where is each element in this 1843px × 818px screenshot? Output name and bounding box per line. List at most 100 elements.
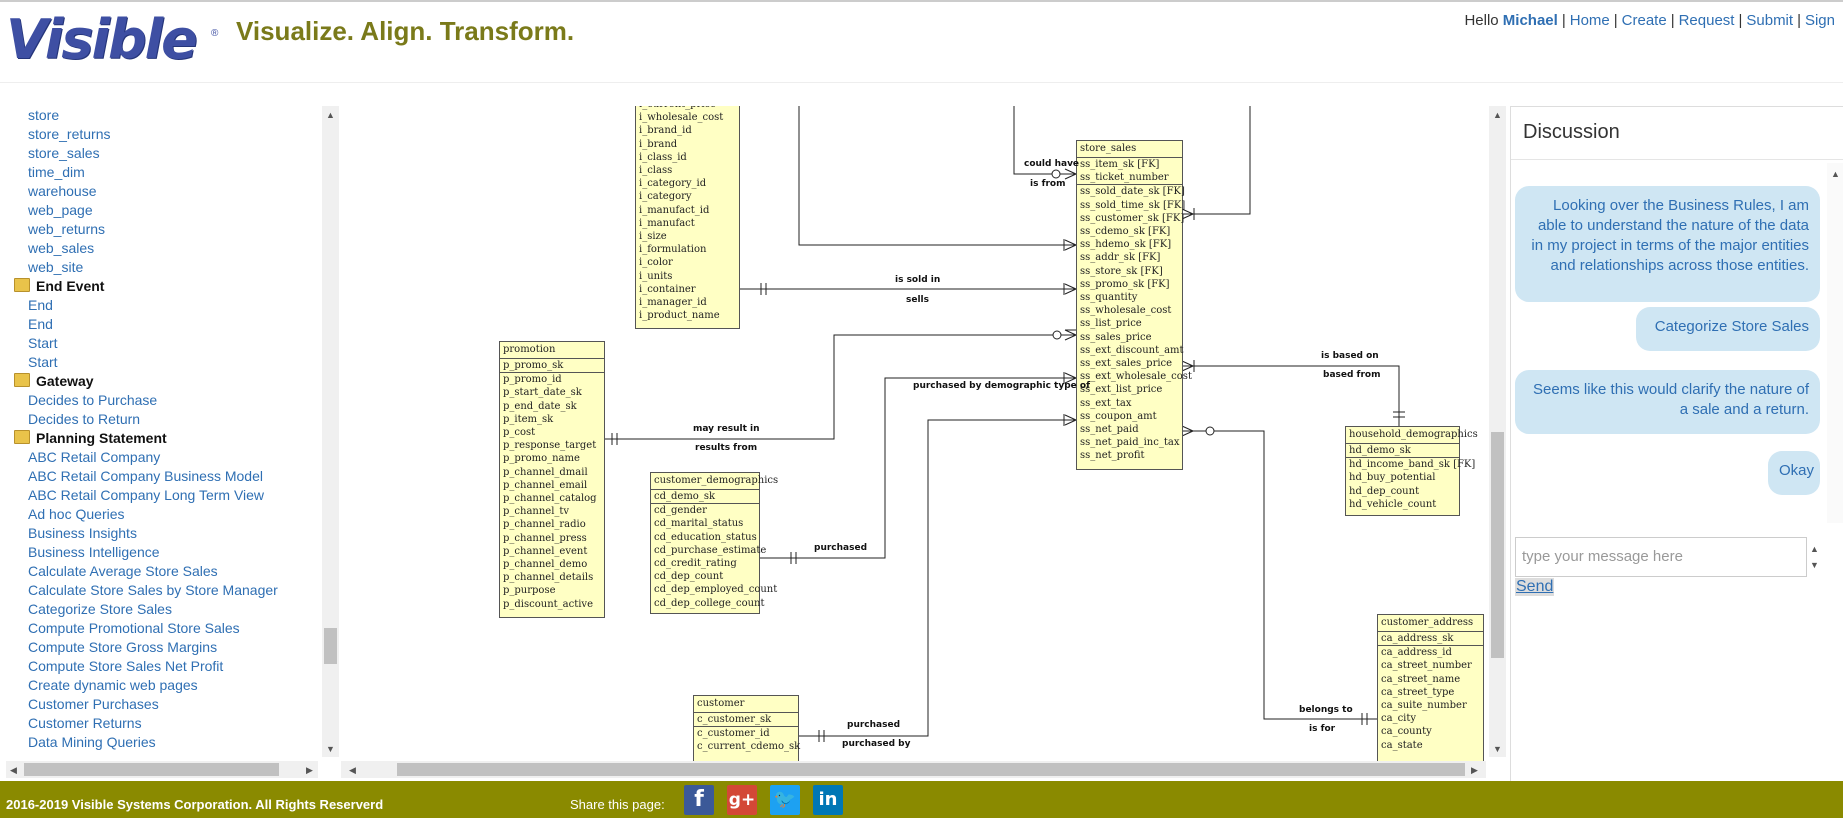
tree-item[interactable]: store_returns (6, 125, 316, 144)
send-button[interactable]: Send (1515, 578, 1555, 596)
tree-item[interactable]: Compute Promotional Store Sales (6, 619, 316, 638)
linkedin-icon[interactable]: in (813, 785, 843, 815)
tree-item[interactable]: Compute Store Gross Margins (6, 638, 316, 657)
canvas-horizontal-scrollbar[interactable]: ◀ ▶ (341, 761, 1486, 778)
tree-item[interactable]: ABC Retail Company Long Term View (6, 486, 316, 505)
nav-home-link[interactable]: Home (1569, 12, 1610, 29)
primary-key-section: hd_demo_sk (1346, 444, 1459, 459)
primary-key-section: cd_demo_sk (651, 490, 759, 505)
primary-key-attribute: hd_demo_sk (1349, 445, 1411, 456)
entity-attribute: p_discount_active (503, 598, 593, 610)
entity-attribute: ss_store_sk [FK] (1080, 265, 1163, 277)
scroll-up-icon[interactable]: ▲ (1493, 110, 1502, 120)
entity-attribute: ss_net_paid (1080, 424, 1139, 436)
scroll-left-icon[interactable]: ◀ (10, 765, 17, 775)
primary-key-attribute: p_promo_sk (503, 360, 564, 371)
primary-key-attribute: ss_item_sk [FK] (1080, 159, 1160, 170)
entity-attribute: ss_wholesale_cost (1080, 305, 1172, 317)
canvas-hscroll-thumb[interactable] (397, 763, 1465, 776)
scroll-up-icon[interactable]: ▲ (1831, 169, 1840, 179)
tree-item-label: store (28, 107, 60, 123)
message-input[interactable]: type your message here (1515, 537, 1807, 577)
entity-attribute: ss_coupon_amt (1080, 410, 1157, 422)
tree-item[interactable]: Customer Purchases (6, 695, 316, 714)
tree-item[interactable]: web_returns (6, 220, 316, 239)
scroll-left-icon[interactable]: ◀ (349, 765, 356, 775)
tree-vertical-scrollbar[interactable]: ▲ ▼ (322, 106, 339, 757)
nav-sign-link[interactable]: Sign (1804, 12, 1835, 29)
tree-item[interactable]: store (6, 106, 316, 125)
entity-attribute: ss_list_price (1080, 318, 1142, 330)
tree-item[interactable]: End (6, 296, 316, 315)
visible-logo[interactable]: Visible (6, 8, 198, 71)
tree-item[interactable]: Start (6, 353, 316, 372)
tree-item[interactable]: Data Mining Queries (6, 733, 316, 752)
er-diagram-canvas[interactable]: i_current_pricei_wholesale_costi_brand_i… (341, 106, 1486, 761)
tree-scroll-thumb[interactable] (324, 628, 337, 664)
tree-item[interactable]: web_page (6, 201, 316, 220)
facebook-icon[interactable]: f (684, 785, 714, 815)
tree-item[interactable]: Decides to Purchase (6, 391, 316, 410)
nav-create-link[interactable]: Create (1621, 12, 1667, 29)
tree-item[interactable]: ABC Retail Company Business Model (6, 467, 316, 486)
tree-item[interactable]: warehouse (6, 182, 316, 201)
tree-horizontal-scrollbar[interactable]: ◀ ▶ (6, 761, 318, 778)
nav-submit-link[interactable]: Submit (1746, 12, 1794, 29)
tree-group[interactable]: Gateway (6, 372, 316, 391)
tree-item[interactable]: web_sales (6, 239, 316, 258)
canvas-vertical-scrollbar[interactable]: ▲ ▼ (1489, 106, 1506, 757)
tree-item[interactable]: Decides to Return (6, 410, 316, 429)
entity-attribute: i_manufact (639, 217, 695, 229)
twitter-icon[interactable]: 🐦 (770, 785, 800, 815)
nav-request-link[interactable]: Request (1678, 12, 1735, 29)
tree-item[interactable]: Categorize Store Sales (6, 600, 316, 619)
scroll-down-icon[interactable]: ▼ (326, 744, 335, 754)
tree-item[interactable]: End (6, 315, 316, 334)
tree-item-label: Start (28, 354, 58, 370)
tree-item[interactable]: Compute Store Sales Net Profit (6, 657, 316, 676)
entity-attribute: ss_ext_tax (1080, 397, 1132, 409)
tree-item[interactable]: Business Insights (6, 524, 316, 543)
folder-icon (14, 430, 30, 444)
google-plus-icon[interactable]: g+ (727, 785, 757, 815)
scroll-right-icon[interactable]: ▶ (306, 765, 313, 775)
tree-item[interactable]: Business Intelligence (6, 543, 316, 562)
input-scroll-up-icon[interactable]: ▲ (1810, 544, 1819, 554)
scroll-right-icon[interactable]: ▶ (1471, 765, 1478, 775)
rel-label-purchased-by: purchased by (842, 739, 911, 749)
entity-attribute: ss_cdemo_sk [FK] (1080, 226, 1171, 238)
tree-item[interactable]: Calculate Average Store Sales (6, 562, 316, 581)
tree-item[interactable]: time_dim (6, 163, 316, 182)
tree-item[interactable]: Calculate Store Sales by Store Manager (6, 581, 316, 600)
entity-item[interactable]: i_current_pricei_wholesale_costi_brand_i… (635, 106, 740, 329)
canvas-scroll-thumb[interactable] (1491, 432, 1504, 658)
tree-item-label: ABC Retail Company (28, 449, 161, 465)
tree-item[interactable]: Start (6, 334, 316, 353)
tree-item[interactable]: ABC Retail Company (6, 448, 316, 467)
input-scroll-down-icon[interactable]: ▼ (1810, 560, 1819, 570)
tree-item[interactable]: Customer Returns (6, 714, 316, 733)
tree-item[interactable]: web_site (6, 258, 316, 277)
tree-group[interactable]: End Event (6, 277, 316, 296)
tree-item[interactable]: Ad hoc Queries (6, 505, 316, 524)
entity-attribute: i_class_id (639, 151, 687, 163)
entity-attribute: cd_purchase_estimate (654, 544, 767, 556)
tree-group[interactable]: Planning Statement (6, 429, 316, 448)
header: Visible ® Visualize. Align. Transform. H… (0, 2, 1843, 83)
tree-item-label: ABC Retail Company Long Term View (28, 487, 265, 503)
tree-item[interactable]: Create dynamic web pages (6, 676, 316, 695)
entity-attribute: ss_sold_date_sk [FK] (1080, 186, 1185, 198)
tree-item[interactable]: store_sales (6, 144, 316, 163)
entity-attribute: hd_vehicle_count (1349, 498, 1437, 510)
scroll-up-icon[interactable]: ▲ (326, 110, 335, 120)
discussion-scrollbar[interactable]: ▲ (1827, 163, 1843, 523)
username[interactable]: Michael (1502, 12, 1558, 29)
scroll-down-icon[interactable]: ▼ (1493, 744, 1502, 754)
tree-hscroll-thumb[interactable] (24, 763, 279, 776)
